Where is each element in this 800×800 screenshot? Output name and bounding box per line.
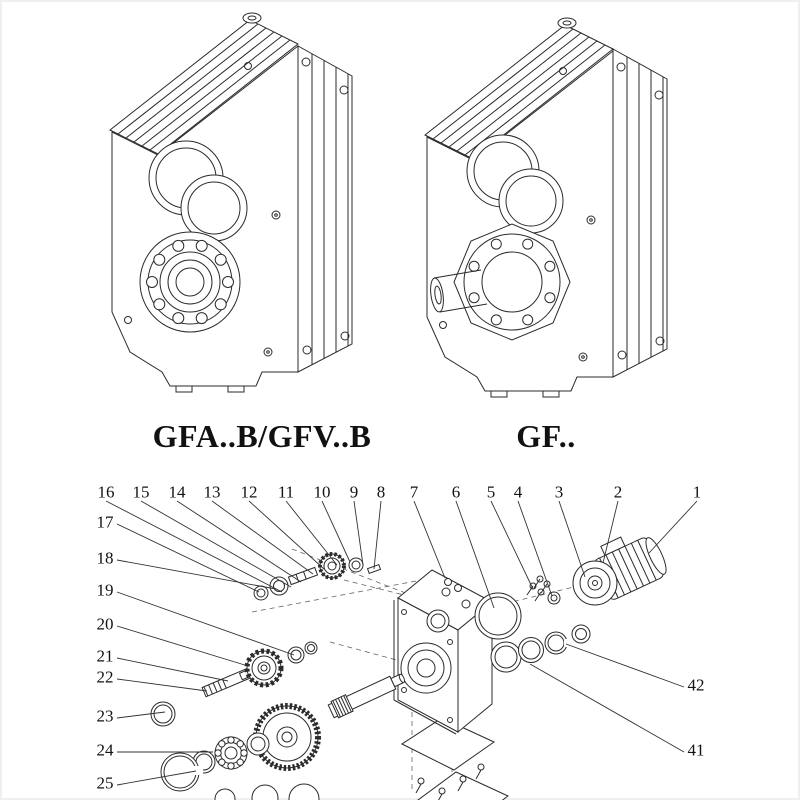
part-oring — [474, 592, 522, 640]
gearbox-figure-gf — [424, 17, 668, 398]
callout-15: 15 — [132, 482, 150, 502]
model-label-gfab: GFA..B/GFV..B — [152, 418, 372, 454]
part-cover-gasket-bolts — [400, 717, 509, 800]
gearbox-figure-gfab — [109, 12, 353, 393]
exploded-view-figure — [105, 500, 698, 800]
part-input-cluster — [253, 552, 382, 601]
part-screw-set — [526, 575, 561, 605]
part-ring-set-right — [490, 624, 591, 673]
callout-41: 41 — [687, 740, 705, 760]
part-bearing-set-left — [150, 701, 320, 800]
part-output-gear-shaft — [253, 673, 406, 771]
part-motor — [572, 536, 667, 606]
callout-25: 25 — [96, 773, 114, 793]
callout-10: 10 — [313, 482, 331, 502]
callout-42: 42 — [687, 675, 705, 695]
callout-24: 24 — [96, 740, 114, 760]
callout-13: 13 — [203, 482, 221, 502]
callout-11: 11 — [277, 482, 295, 502]
callout-22: 22 — [96, 667, 114, 687]
leader-lines — [105, 500, 698, 786]
callout-5: 5 — [486, 482, 496, 502]
callout-3: 3 — [554, 482, 564, 502]
callout-14: 14 — [168, 482, 186, 502]
callout-20: 20 — [96, 614, 114, 634]
callout-17: 17 — [96, 512, 114, 532]
callout-1: 1 — [692, 482, 702, 502]
callout-4: 4 — [513, 482, 523, 502]
callout-19: 19 — [96, 580, 114, 600]
callout-6: 6 — [451, 482, 461, 502]
model-label-gf: GF.. — [516, 418, 576, 454]
callout-16: 16 — [97, 482, 115, 502]
part-intermediate-gear — [201, 641, 318, 698]
callout-2: 2 — [613, 482, 623, 502]
part-housing — [393, 569, 493, 735]
callout-12: 12 — [240, 482, 258, 502]
callout-21: 21 — [96, 646, 114, 666]
callout-18: 18 — [96, 548, 114, 568]
callout-7: 7 — [409, 482, 419, 502]
callout-8: 8 — [376, 482, 386, 502]
callout-23: 23 — [96, 706, 114, 726]
callout-9: 9 — [349, 482, 359, 502]
